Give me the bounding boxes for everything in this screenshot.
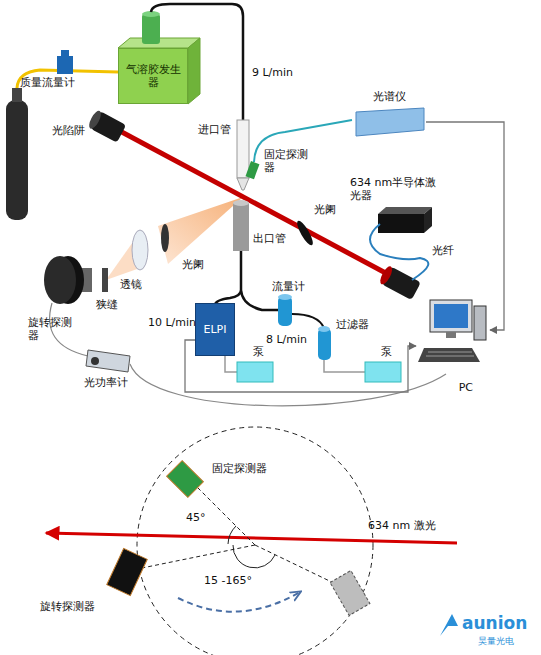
aerosol-generator: 气溶胶发生器 bbox=[118, 48, 188, 104]
part-label: 光陷阱 bbox=[52, 124, 85, 137]
rotating-detector-position bbox=[330, 571, 370, 616]
outlet-tube bbox=[233, 200, 249, 251]
pc-icon bbox=[418, 300, 486, 362]
part-label: 固定探测器 bbox=[212, 462, 267, 475]
detector-lines bbox=[137, 481, 342, 587]
logo-text: 昊量光电 bbox=[478, 636, 514, 647]
part-label: 固定探测器 bbox=[264, 148, 312, 174]
tube bbox=[292, 314, 324, 328]
laser-arrow bbox=[46, 533, 457, 543]
part-label: 流量计 bbox=[272, 280, 305, 293]
part-label: 8 L/min bbox=[266, 333, 307, 346]
part-label: 45° bbox=[186, 511, 206, 524]
part-label: 光纤 bbox=[432, 244, 454, 257]
fixed-detector bbox=[167, 461, 204, 498]
scattered-light bbox=[158, 197, 243, 264]
optical-fiber bbox=[370, 224, 428, 280]
part-label: 旋转探测器 bbox=[28, 316, 76, 342]
part-label: 进口管 bbox=[198, 123, 231, 136]
spectrometer: 光谱仪 bbox=[352, 88, 426, 138]
aerosol-generator-cube bbox=[118, 11, 200, 104]
part-label: 出口管 bbox=[253, 232, 286, 245]
part-label: 光阑 bbox=[182, 258, 204, 271]
angle-arc bbox=[228, 526, 236, 544]
angle-arc bbox=[233, 545, 275, 568]
aperture bbox=[161, 224, 169, 252]
part-label: 光阑 bbox=[314, 203, 336, 216]
slit bbox=[102, 268, 108, 292]
logo-text: aunion bbox=[462, 614, 527, 633]
rotation-arrow bbox=[178, 592, 300, 612]
light-trap bbox=[87, 109, 126, 143]
part-label: 透镜 bbox=[120, 278, 142, 291]
laser-beam bbox=[118, 130, 395, 278]
rotating-detector bbox=[107, 548, 147, 595]
aperture bbox=[295, 219, 316, 247]
logo-icon bbox=[440, 614, 458, 636]
part-label: 泵 bbox=[381, 345, 392, 358]
outlet-lines bbox=[215, 251, 278, 310]
gas-cylinder bbox=[6, 88, 28, 220]
node-label: 气溶胶发生器 bbox=[125, 63, 181, 89]
part-label: 泵 bbox=[253, 345, 264, 358]
pump bbox=[237, 362, 273, 382]
rotating-detector bbox=[44, 256, 92, 304]
optical-power-meter bbox=[86, 350, 130, 372]
part-label: 旋转探测器 bbox=[40, 600, 95, 613]
part-label: 634 nm半导体激光器 bbox=[350, 176, 442, 202]
laser-box bbox=[378, 207, 432, 233]
mass-flow-meter bbox=[57, 50, 73, 74]
fixed-detector bbox=[246, 161, 260, 179]
elpi-box: ELPI bbox=[195, 303, 235, 356]
part-label: 634 nm 激光 bbox=[368, 519, 436, 532]
node-label: PC bbox=[459, 381, 487, 394]
spectrometer-box bbox=[356, 108, 424, 136]
filter bbox=[318, 326, 331, 360]
pc: PC bbox=[416, 296, 490, 396]
part-label: 狭缝 bbox=[96, 298, 118, 311]
part-label: 光功率计 bbox=[84, 376, 128, 389]
part-label: 15 -165° bbox=[203, 574, 253, 587]
signal-connector bbox=[426, 122, 504, 330]
pump bbox=[365, 362, 401, 382]
inlet-tube bbox=[237, 120, 249, 190]
part-label: 9 L/min bbox=[252, 66, 293, 79]
node-label: ELPI bbox=[204, 323, 227, 336]
detector-cable bbox=[50, 303, 88, 356]
part-label: 10 L/min bbox=[148, 316, 196, 329]
flow-meter bbox=[278, 294, 292, 326]
part-label: 过滤器 bbox=[336, 318, 369, 331]
lens bbox=[132, 230, 148, 270]
node-label: 光谱仪 bbox=[373, 90, 406, 103]
part-label: 质量流量计 bbox=[20, 76, 75, 89]
laser-head bbox=[378, 265, 421, 300]
